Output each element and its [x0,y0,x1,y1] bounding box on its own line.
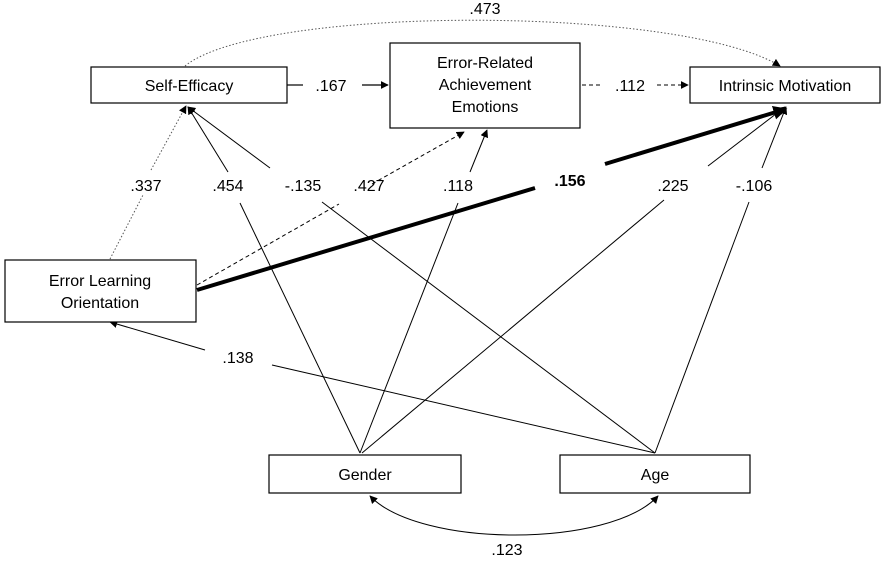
path-gender-emotions-arrow [469,129,489,173]
node-self-efficacy-label: Self-Efficacy [145,78,234,95]
node-elo-label-line2: Orientation [61,295,139,312]
node-intrinsic-motivation: Intrinsic Motivation [689,66,881,104]
node-intrinsic-label: Intrinsic Motivation [719,78,852,95]
path-age-elo [271,364,656,454]
coef-age-selfefficacy: -.135 [285,178,322,195]
path-elo-emotions-arrow [371,131,465,185]
path-age-elo-arrow [109,320,206,351]
path-age-intrinsic [654,201,750,454]
coef-emotions-intrinsic: .112 [615,78,645,95]
path-gender-intrinsic-arrow [707,106,786,167]
node-age: Age [559,454,751,494]
path-age-selfefficacy-arrow [187,106,271,169]
coef-selfefficacy-intrinsic: .473 [469,1,500,18]
node-elo-label-line1: Error Learning [49,273,151,290]
path-gender-selfefficacy [239,202,361,454]
path-elo-emotions [196,203,340,286]
coef-elo-selfefficacy: .337 [130,178,161,195]
path-selfefficacy-intrinsic [184,19,781,67]
path-elo-intrinsic [196,186,536,292]
coef-gender-emotions: .118 [443,178,473,195]
node-emotions-label-line2: Achievement [439,77,532,94]
node-error-learning-orientation: Error Learning Orientation [4,259,197,323]
coef-age-intrinsic: -.106 [736,178,773,195]
coef-gender-intrinsic: .225 [657,178,688,195]
path-gender-age-covariance [369,495,659,536]
node-gender: Gender [268,454,462,494]
path-elo-selfefficacy [109,194,144,260]
coef-elo-intrinsic: .156 [554,173,585,190]
coef-age-elo: .138 [222,350,253,367]
path-elo-selfefficacy-arrow [150,105,187,171]
coef-selfefficacy-emotions: .167 [315,78,346,95]
path-elo-intrinsic-arrow [604,105,788,166]
path-age-intrinsic-arrow [761,106,788,169]
node-achievement-emotions: Error-Related Achievement Emotions [389,42,581,129]
coef-gender-selfefficacy: .454 [212,178,243,195]
path-age-selfefficacy [321,201,656,454]
node-age-label: Age [641,467,670,484]
coef-gender-age: .123 [491,542,522,559]
coef-elo-emotions: .427 [353,178,384,195]
path-gender-selfefficacy-arrow [187,106,229,173]
path-gender-emotions [359,202,459,454]
path-gender-intrinsic [361,199,665,454]
node-gender-label: Gender [338,467,392,484]
node-emotions-label-line1: Error-Related [437,55,533,72]
node-self-efficacy: Self-Efficacy [90,66,288,104]
node-emotions-label-line3: Emotions [452,99,519,116]
